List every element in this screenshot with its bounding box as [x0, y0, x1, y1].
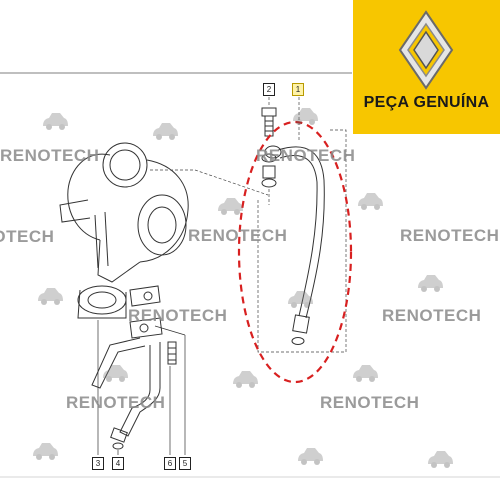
- oil-feed-pipe-drawing: [264, 145, 325, 345]
- car-silhouette-logo-icon: [293, 108, 318, 125]
- car-silhouette-logo-icon: [33, 443, 58, 460]
- badge-text: PEÇA GENUÍNA: [363, 94, 490, 111]
- genuine-part-badge: PEÇA GENUÍNA: [353, 0, 500, 134]
- callout-2: 2: [263, 83, 275, 96]
- leader-lines: [150, 92, 347, 353]
- return-pipe-drawing: [91, 317, 163, 450]
- car-silhouette-logo-icon: [103, 365, 128, 382]
- car-silhouette-logo-icon: [153, 123, 178, 140]
- car-silhouette-logo-icon: [353, 365, 378, 382]
- car-silhouette-logo-icon: [38, 288, 63, 305]
- car-silhouette-logo-icon: [298, 448, 323, 465]
- car-silhouette-logo-icon: [358, 193, 383, 210]
- callout-leaders: [97, 320, 186, 455]
- watermark-text: RENOTECH: [0, 146, 100, 165]
- callout-4: 4: [112, 457, 124, 470]
- watermark-text: RENOTECH: [66, 393, 166, 412]
- turbocharger-drawing: [59, 142, 189, 319]
- callout-1: 1: [292, 83, 304, 96]
- car-silhouette-logo-icon: [218, 198, 243, 215]
- callout-5: 5: [179, 457, 191, 470]
- callout-6: 6: [164, 457, 176, 470]
- callout-3: 3: [92, 457, 104, 470]
- car-silhouette-logo-icon: [418, 275, 443, 292]
- watermark-text: RENOTECH: [382, 306, 482, 325]
- renault-diamond-logo-icon: [398, 10, 454, 90]
- watermark-text: RENOTECH: [320, 393, 420, 412]
- car-silhouette-logo-icon: [428, 451, 453, 468]
- car-silhouette-logo-icon: [233, 371, 258, 388]
- car-silhouette-logo-icon: [43, 113, 68, 130]
- watermark-text: RENOTECH: [400, 226, 500, 245]
- watermark-text: RENOTECH: [256, 146, 356, 165]
- watermark-text: RENOTECH: [128, 306, 228, 325]
- bolt-6-drawing: [167, 341, 177, 365]
- watermark-text: RENOTECH: [0, 227, 55, 246]
- highlight-ellipse: [237, 120, 353, 384]
- watermark-text: RENOTECH: [188, 226, 288, 245]
- car-silhouette-logo-icon: [288, 291, 313, 308]
